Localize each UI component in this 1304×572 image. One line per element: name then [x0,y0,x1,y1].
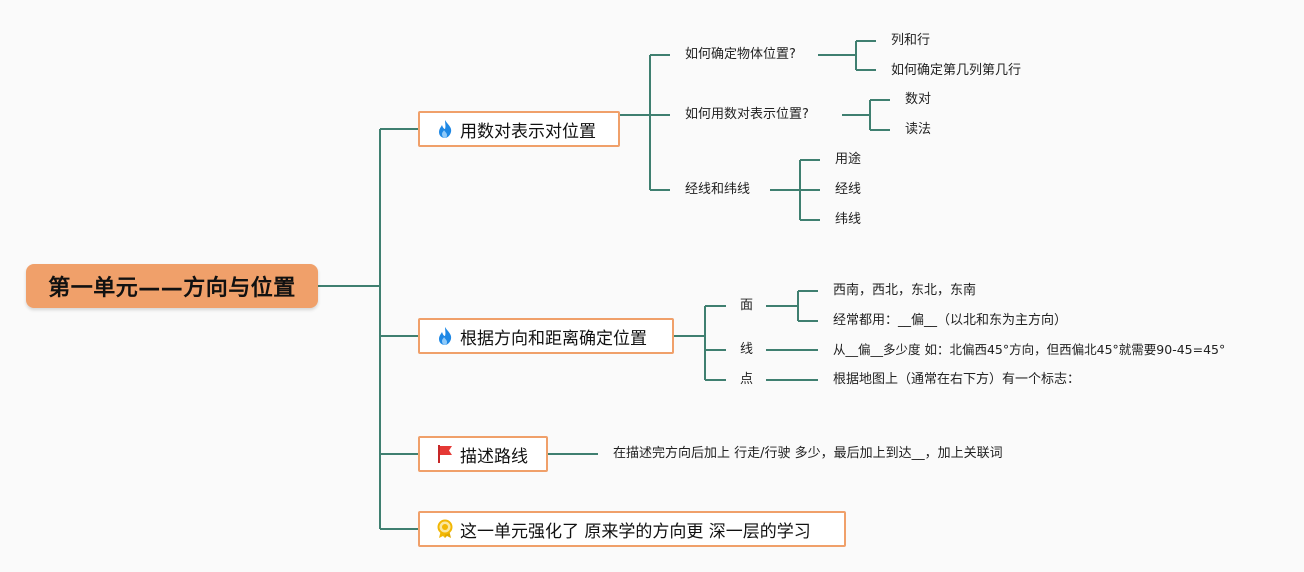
root-node[interactable]: 第一单元——方向与位置 [26,264,318,308]
fire-icon [434,325,456,347]
topic-label: 描述路线 [460,446,528,467]
red-flag-icon [434,443,456,465]
topic-label: 这一单元强化了 原来学的方向更 深一层的学习 [460,521,811,542]
subtopic-label[interactable]: 线 [740,342,754,357]
topic-direction-distance[interactable]: 根据方向和距离确定位置 [418,318,674,354]
leaf-label[interactable]: 西南，西北，东北，东南 [833,283,977,298]
leaf-label[interactable]: 如何确定第几列第几行 [891,63,1022,78]
subtopic-label[interactable]: 在描述完方向后加上 行走/行驶 多少，最后加上到达__，加上关联词 [613,446,1003,461]
subtopic-label[interactable]: 点 [740,372,754,387]
topic-label: 用数对表示对位置 [460,121,596,142]
leaf-label[interactable]: 纬线 [835,212,862,227]
leaf-label[interactable]: 数对 [905,92,932,107]
connector-branch1 [620,54,670,191]
award-ribbon-icon [434,518,456,540]
subtopic-label[interactable]: 面 [740,298,754,313]
root-label: 第一单元——方向与位置 [48,276,296,301]
leaf-label[interactable]: 用途 [835,152,862,167]
leaf-label[interactable]: 从__偏__多少度 如：北偏西45°方向，但西偏北45°就需要90-45=45° [833,342,1226,357]
subtopic-label[interactable]: 经线和纬线 [685,182,751,197]
subtopic-label[interactable]: 如何用数对表示位置? [685,107,809,122]
leaf-label[interactable]: 经线 [835,182,862,197]
subtopic-label[interactable]: 如何确定物体位置? [685,47,796,62]
leaf-label[interactable]: 读法 [905,122,932,137]
fire-icon [434,118,456,140]
topic-label: 根据方向和距离确定位置 [460,328,647,349]
topic-describe-route[interactable]: 描述路线 [418,436,548,472]
leaf-label[interactable]: 列和行 [891,33,931,48]
topic-summary[interactable]: 这一单元强化了 原来学的方向更 深一层的学习 [418,511,846,547]
leaf-label[interactable]: 经常都用：__偏__（以北和东为主方向） [833,313,1068,328]
leaf-label[interactable]: 根据地图上（通常在右下方）有一个标志： [833,372,1081,387]
topic-number-pair[interactable]: 用数对表示对位置 [418,111,620,147]
connector-branch2 [674,305,726,381]
